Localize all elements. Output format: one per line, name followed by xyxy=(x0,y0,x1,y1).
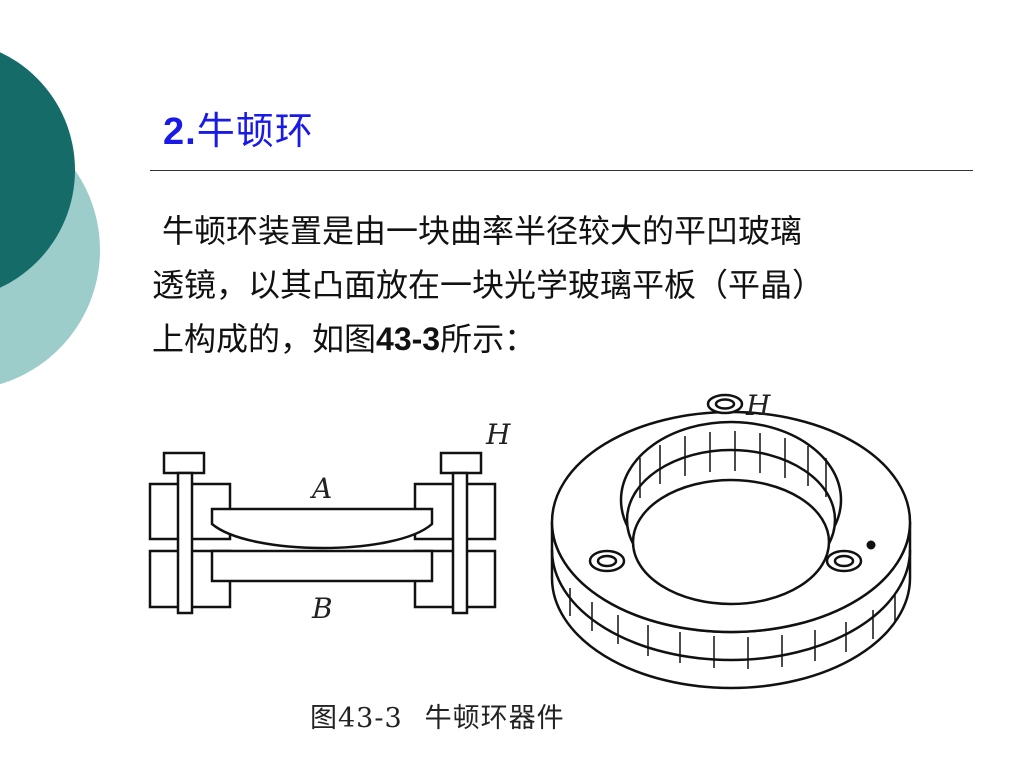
body-line-2: 透镜，以其凸面放在一块光学玻璃平板（平晶） xyxy=(152,266,825,304)
newton-ring-figure: A B H xyxy=(148,389,912,690)
marker-dot xyxy=(866,540,876,550)
caption-number: 图43-3 xyxy=(310,703,403,734)
decorative-circles xyxy=(0,52,100,385)
decorative-dark-circle xyxy=(0,52,75,288)
label-H-side: H xyxy=(485,418,511,451)
body-line-3-post: 所示： xyxy=(440,320,537,358)
hole-left xyxy=(588,549,626,573)
title-divider xyxy=(150,170,973,171)
figure-caption: 图43-3 牛顿环器件 xyxy=(310,696,565,735)
title-text: 牛顿环 xyxy=(196,109,314,153)
body-line-1: 牛顿环装置是由一块曲率半径较大的平凹玻璃 xyxy=(162,212,803,250)
hole-H-top xyxy=(706,393,744,415)
ring-3d-diagram xyxy=(550,393,912,690)
hole-right xyxy=(825,549,863,573)
plate-B xyxy=(210,549,434,583)
side-view-diagram xyxy=(148,451,497,615)
label-A: A xyxy=(309,472,332,505)
caption-text: 牛顿环器件 xyxy=(424,703,565,734)
body-line-3-pre: 上构成的，如图 xyxy=(152,320,377,358)
slide-title: 2.牛顿环 xyxy=(163,100,314,155)
lens-A xyxy=(210,507,434,550)
ring-inner-bottom xyxy=(631,478,831,606)
label-H-ring: H xyxy=(745,389,771,422)
title-number: 2. xyxy=(163,111,197,153)
left-screw-shaft xyxy=(176,471,194,615)
left-screw-head xyxy=(162,451,206,475)
figure-reference: 43-3 xyxy=(376,321,441,357)
right-screw-head xyxy=(439,451,483,475)
label-B: B xyxy=(311,592,333,625)
body-paragraph: 牛顿环装置是由一块曲率半径较大的平凹玻璃 透镜，以其凸面放在一块光学玻璃平板（平… xyxy=(152,204,1002,366)
right-screw-shaft xyxy=(451,471,469,615)
